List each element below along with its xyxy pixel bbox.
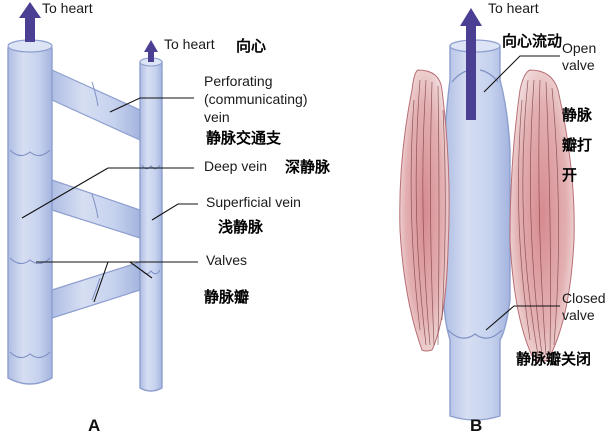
perforating-veins: [51, 69, 141, 319]
to-heart-label-superficial: To heart: [164, 36, 215, 52]
closed-valve: [447, 329, 503, 339]
panel-a-letter: A: [88, 416, 101, 435]
perforating-vein-1: [51, 69, 141, 141]
closed-valve-label: Closed valve: [562, 290, 606, 323]
to-heart-arrow-superficial: [144, 40, 158, 62]
panel-b-letter: B: [470, 416, 483, 435]
flow-to-heart-zh-label: 向心流动: [502, 32, 563, 50]
to-heart-zh-label: 向心: [236, 37, 267, 55]
valves-label: Valves: [206, 252, 247, 268]
to-heart-label-deep: To heart: [42, 0, 93, 16]
valves-zh-label: 静脉瓣: [204, 288, 250, 306]
superficial-vein-zh-label: 浅静脉: [218, 218, 264, 236]
closed-valve-leader: [485, 305, 560, 331]
deep-vein-zh-label: 深静脉: [285, 158, 331, 176]
to-heart-label-b: To heart: [488, 0, 539, 16]
panel-b-vein: [443, 41, 511, 421]
to-heart-arrow-deep: [19, 2, 41, 42]
deep-vein-label: Deep vein: [204, 158, 268, 174]
perforating-leader: [109, 97, 194, 113]
to-heart-arrow-b: [460, 8, 482, 120]
right-muscle: [509, 69, 575, 362]
panel-b-leader-lines: [483, 55, 560, 331]
panel-a-figure: [7, 2, 198, 392]
perforating-vein-zh-label: 静脉交通支: [206, 129, 282, 147]
superficial-leader: [151, 203, 198, 221]
deep-vein-leader: [21, 167, 109, 219]
closed-valve-zh-label: 静脉瓣关闭: [516, 350, 592, 368]
perforating-vein-label: Perforating (communicating) vein: [204, 73, 308, 125]
superficial-vein-label: Superficial vein: [206, 194, 301, 210]
panel-a-leader-lines: [21, 97, 198, 303]
open-valve-label: Open valve: [562, 40, 597, 73]
open-valve-leader: [483, 55, 560, 93]
open-valve-zh-label: 静脉 瓣打 开: [562, 106, 593, 184]
perforating-valves: [91, 81, 101, 301]
superficial-vein: [139, 58, 163, 392]
panel-b-figure: [399, 8, 575, 421]
left-muscle: [399, 69, 450, 352]
